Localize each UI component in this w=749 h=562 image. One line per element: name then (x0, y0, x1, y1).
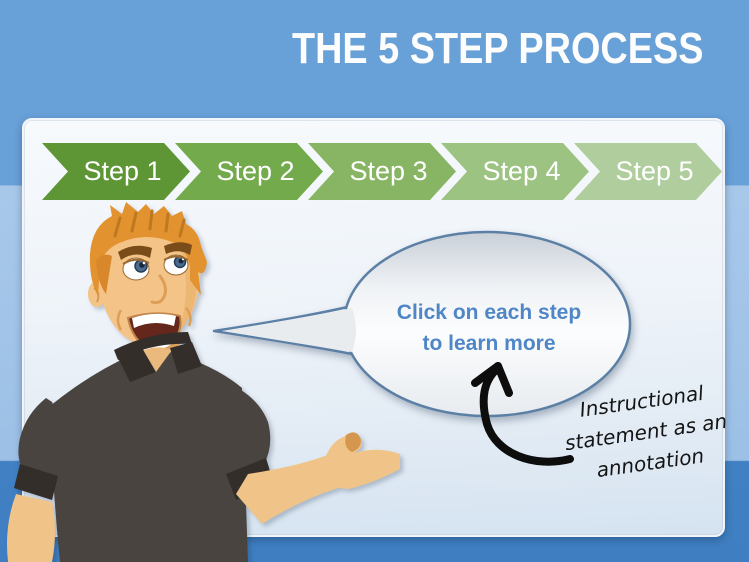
character-eyebrow (118, 245, 152, 260)
character-eyes (122, 254, 189, 281)
step-label: Step 3 (349, 156, 428, 186)
character-eyebrow (164, 242, 192, 255)
presenter-character-illustration (7, 202, 400, 562)
step-chevron-2[interactable]: Step 2 (175, 143, 323, 200)
bubble-text: Click on each step to learn more (382, 297, 596, 359)
bubble-text-line2: to learn more (422, 332, 556, 355)
step-label: Step 2 (216, 156, 295, 186)
slide-title: THE 5 STEP PROCESS (291, 24, 703, 73)
step-label: Step 4 (482, 156, 561, 186)
character-collar (118, 348, 156, 382)
character-open-hand (325, 432, 400, 489)
step-chevron-5[interactable]: Step 5 (574, 143, 722, 200)
bubble-text-line1: Click on each step (396, 301, 582, 324)
character-collar (170, 342, 202, 374)
step-chevron-3[interactable]: Step 3 (308, 143, 456, 200)
step-label: Step 5 (615, 156, 694, 186)
character-nose (150, 274, 167, 305)
character-shirt (50, 352, 248, 562)
step-chevron-4[interactable]: Step 4 (441, 143, 589, 200)
step-label: Step 1 (83, 156, 162, 186)
character-forearm (236, 454, 338, 524)
step-chevron-1[interactable]: Step 1 (42, 143, 190, 200)
